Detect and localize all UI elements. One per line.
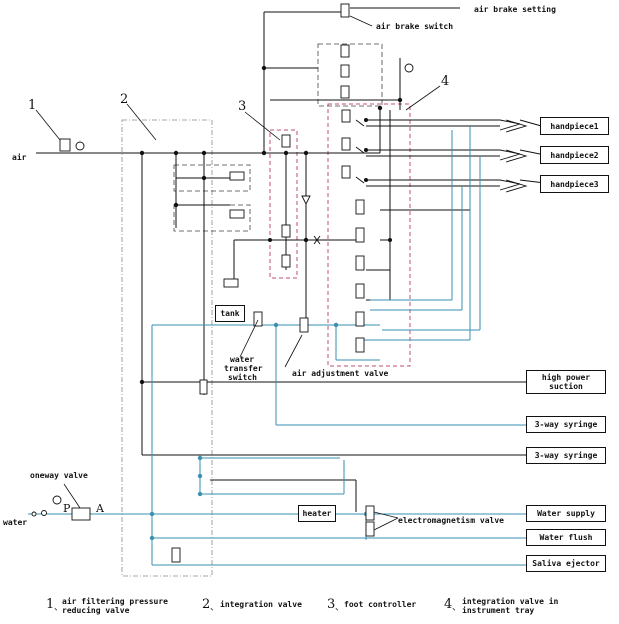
- air-lines: [36, 7, 546, 512]
- water-transfer-switch-label-1: water: [230, 355, 255, 364]
- check-valve: [301, 195, 311, 206]
- legend-1-line2: reducing valve: [62, 606, 130, 615]
- upper-valve-block-frame: [317, 43, 383, 107]
- legend-1-line1: air filtering pressure: [62, 597, 168, 606]
- callout-4: 4: [441, 74, 450, 89]
- foot-controller-frame: [269, 129, 298, 279]
- leader-lines: [35, 15, 441, 531]
- saliva-ejector-box: Saliva ejector: [526, 555, 606, 572]
- three-way-syringe-a-box: 3-way syringe: [526, 416, 606, 433]
- branch-valve-frames: [173, 164, 251, 232]
- valve-symbols: [59, 3, 375, 563]
- three-way-syringe-b-box: 3-way syringe: [526, 447, 606, 464]
- adjustment-x-marks: [313, 119, 365, 245]
- legend-4-line1: integration valve in: [462, 597, 559, 606]
- callout-2: 2: [120, 92, 129, 107]
- legend-4-sep: 、: [452, 603, 462, 613]
- electromagnetism-valve-label: electromagnetism valve: [398, 516, 504, 525]
- water-transfer-switch-label-2: transfer: [224, 364, 263, 373]
- water-lines: [28, 126, 526, 566]
- air-inlet-label: air: [12, 153, 27, 162]
- port-a-label: A: [96, 502, 104, 515]
- integration-valve-frame: [121, 119, 213, 577]
- air-brake-switch-label: air brake switch: [376, 22, 454, 31]
- water-inlet-label: water: [3, 518, 28, 527]
- high-power-suction-box: high power suction: [526, 370, 606, 394]
- water-supply-box: Water supply: [526, 505, 606, 522]
- legend-4-line2: instrument tray: [462, 606, 535, 615]
- handpiece1-box: handpiece1: [540, 117, 609, 135]
- callout-1: 1: [28, 98, 37, 113]
- legend-2-number: 2: [202, 597, 211, 612]
- legend-1-sep: 、: [54, 603, 64, 613]
- air-brake-setting-label: air brake setting: [474, 5, 556, 14]
- high-power-suction-line2: suction: [549, 382, 583, 391]
- heater-box: heater: [298, 505, 336, 522]
- legend-1-number: 1: [46, 597, 55, 612]
- high-power-suction-line1: high power: [541, 373, 591, 382]
- legend-3-number: 3: [327, 597, 336, 612]
- callout-3: 3: [238, 99, 247, 114]
- junction-dots: [139, 65, 403, 385]
- handpiece2-box: handpiece2: [540, 146, 609, 164]
- port-p-label: P: [63, 502, 71, 515]
- legend-3-line1: foot controller: [344, 600, 417, 609]
- legend-2-line1: integration valve: [220, 600, 302, 609]
- water-transfer-switch-label-3: switch: [228, 373, 257, 382]
- tank-box: tank: [215, 305, 245, 322]
- oneway-valve-label: oneway valve: [30, 471, 88, 480]
- air-adjustment-valve-label: air adjustment valve: [292, 369, 389, 378]
- water-flush-box: Water flush: [526, 529, 606, 546]
- legend-3-sep: 、: [335, 603, 345, 613]
- handpiece-connectors: [499, 119, 528, 193]
- gauges: [31, 63, 414, 517]
- handpiece3-box: handpiece3: [540, 175, 609, 193]
- legend-2-sep: 、: [210, 603, 220, 613]
- legend-4-number: 4: [444, 597, 453, 612]
- instrument-tray-valve-frame: [327, 103, 411, 367]
